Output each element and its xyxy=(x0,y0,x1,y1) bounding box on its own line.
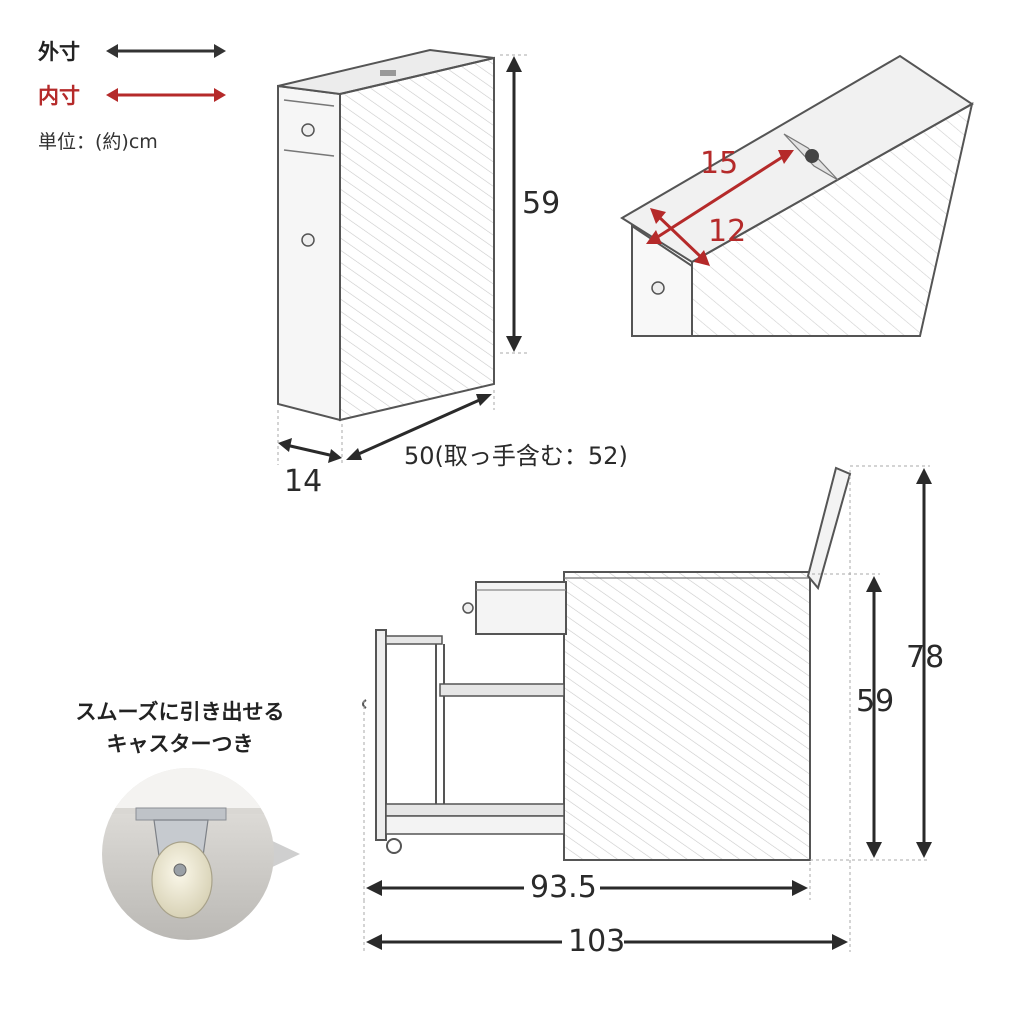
caster-caption: スムーズに引き出せる キャスターつき xyxy=(50,696,310,760)
cabinet-top-detail xyxy=(620,54,974,337)
cable-hole-icon xyxy=(805,149,819,163)
inner-length-arrow xyxy=(646,150,794,244)
caster-caption-line2: キャスターつき xyxy=(106,732,254,756)
outer-arrow-icon xyxy=(106,44,226,58)
front-height-label: 59 xyxy=(522,186,561,221)
legend-outer-label: 外寸 xyxy=(38,40,80,64)
inner-width-label: 12 xyxy=(708,214,747,249)
side-height-open-label: 78 xyxy=(906,640,945,675)
caster-wheel-icon xyxy=(386,838,402,854)
inner-arrow-icon xyxy=(106,88,226,102)
side-length-label: 93.5 xyxy=(530,870,597,905)
legend-inner: 内寸 xyxy=(38,80,228,110)
front-height-arrow xyxy=(500,54,528,354)
callout-pointer-icon xyxy=(266,838,300,870)
side-length-arrow xyxy=(363,700,811,900)
side-height-arrow xyxy=(812,573,882,858)
side-length-with-lid-arrow xyxy=(363,470,851,952)
side-height-label: 59 xyxy=(856,684,895,719)
front-width-label: 14 xyxy=(284,464,323,499)
unit-note: 単位：(約)cm xyxy=(38,131,158,153)
legend-inner-label: 内寸 xyxy=(38,84,80,108)
inner-width-arrow xyxy=(650,208,710,266)
front-width-arrow xyxy=(277,410,343,465)
side-length-with-lid-label: 103 xyxy=(568,924,626,959)
front-depth-label: 50(取っ手含む：52) xyxy=(404,442,628,470)
inner-length-label: 15 xyxy=(700,146,739,181)
side-height-open-arrow xyxy=(810,465,932,861)
cabinet-front xyxy=(277,48,495,422)
cabinet-extended xyxy=(362,466,852,861)
door-knob-icon xyxy=(301,233,315,247)
top-detail-drawing xyxy=(620,54,974,337)
caster-caption-line1: スムーズに引き出せる xyxy=(75,700,285,724)
drawer-knob-icon xyxy=(301,123,315,137)
front-depth-arrow xyxy=(346,390,495,460)
drawer-knob-icon xyxy=(651,281,665,295)
drawer-knob-icon xyxy=(462,602,474,614)
legend-outer: 外寸 xyxy=(38,36,228,66)
caster-photo xyxy=(102,768,300,940)
